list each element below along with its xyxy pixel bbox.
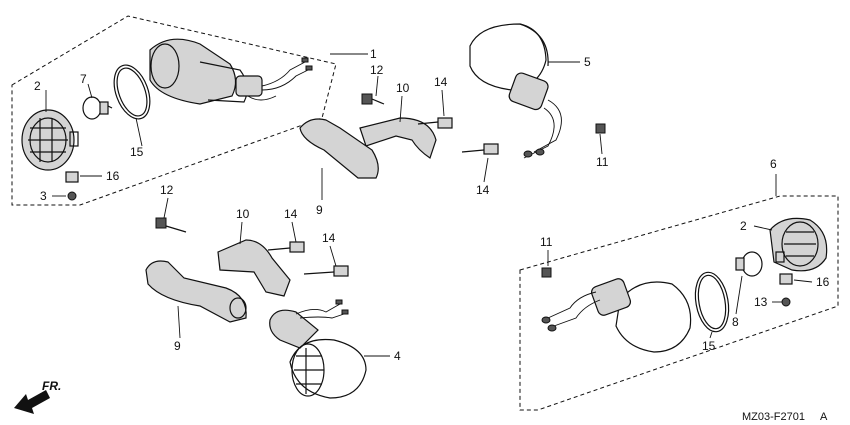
bulb-part-7-top — [82, 96, 113, 120]
callout-14-lower-a: 14 — [284, 207, 298, 221]
group-outline-top-left — [11, 15, 337, 206]
lower-brackets: 12 10 14 14 9 — [145, 183, 349, 353]
drawing-code-suffix: A — [820, 411, 828, 423]
callout-15-bottom: 15 — [702, 339, 716, 353]
callout-16-bottom: 16 — [816, 275, 830, 289]
callout-2-bottom: 2 — [740, 219, 747, 233]
callout-4: 4 — [394, 349, 401, 363]
callout-2-top: 2 — [34, 79, 41, 93]
callout-14-upper: 14 — [434, 75, 448, 89]
callout-10-lower: 10 — [236, 207, 250, 221]
bulb-part-8 — [735, 251, 763, 277]
callout-9-lower: 9 — [174, 339, 181, 353]
drawing-code: MZ03-F2701 — [742, 411, 805, 423]
callout-9-top: 9 — [316, 203, 323, 217]
nut-part-16-bottom — [779, 273, 793, 285]
arm-part-9-top — [299, 118, 379, 179]
bolt-part-14-lower-b — [303, 265, 349, 277]
lamp-part-4: 4 — [269, 299, 401, 399]
bracket-part-10-lower — [217, 239, 291, 297]
lamp-part-5: 5 11 — [469, 23, 609, 169]
direction-label: FR. — [42, 379, 61, 393]
lens-part-2-bottom — [769, 217, 828, 272]
arm-part-9-lower — [145, 260, 247, 323]
lens-part-2-top — [21, 109, 79, 171]
callout-10-top: 10 — [396, 81, 410, 95]
assembly-group-top-left: 2 7 15 1 16 3 — [11, 15, 377, 206]
callout-7: 7 — [80, 72, 87, 86]
callout-16-top: 16 — [106, 169, 120, 183]
front-direction-indicator: FR. — [14, 379, 61, 414]
upper-brackets: 12 10 14 14 9 — [299, 63, 499, 217]
callout-14-lower-b: 14 — [322, 231, 336, 245]
screw-part-13 — [781, 297, 791, 307]
callout-12-top: 12 — [370, 63, 384, 77]
lamp-body-part-6 — [541, 278, 692, 353]
callout-14-mid: 14 — [476, 183, 490, 197]
bolt-part-14-lower-a — [267, 241, 305, 253]
callout-15-top: 15 — [130, 145, 144, 159]
nut-part-16-top — [65, 171, 79, 183]
callout-11-top: 11 — [596, 155, 609, 169]
callout-1: 1 — [370, 47, 377, 61]
housing-part-1 — [149, 38, 313, 105]
assembly-group-bottom-right: 6 2 11 8 15 16 13 — [519, 157, 839, 411]
screw-part-3 — [67, 191, 77, 201]
gasket-ring-part-15-top — [113, 64, 151, 120]
callout-6: 6 — [770, 157, 777, 171]
bracket-part-10-top — [359, 117, 437, 159]
bolt-part-12-lower — [155, 217, 187, 233]
screw-part-11-bottom — [541, 267, 552, 278]
callout-5: 5 — [584, 55, 591, 69]
gasket-ring-part-15-bottom — [694, 271, 730, 333]
bolt-part-14-mid — [461, 143, 499, 155]
bolt-part-12-top — [361, 93, 385, 105]
callout-11-bottom: 11 — [540, 235, 553, 249]
bolt-part-14-upper — [417, 117, 453, 129]
group-outline-bottom-right — [519, 195, 839, 411]
screw-part-11-top — [595, 123, 606, 134]
front-arrow-icon — [14, 390, 50, 414]
callout-13: 13 — [754, 295, 768, 309]
callout-3: 3 — [40, 189, 47, 203]
callout-8: 8 — [732, 315, 739, 329]
callout-12-lower: 12 — [160, 183, 174, 197]
